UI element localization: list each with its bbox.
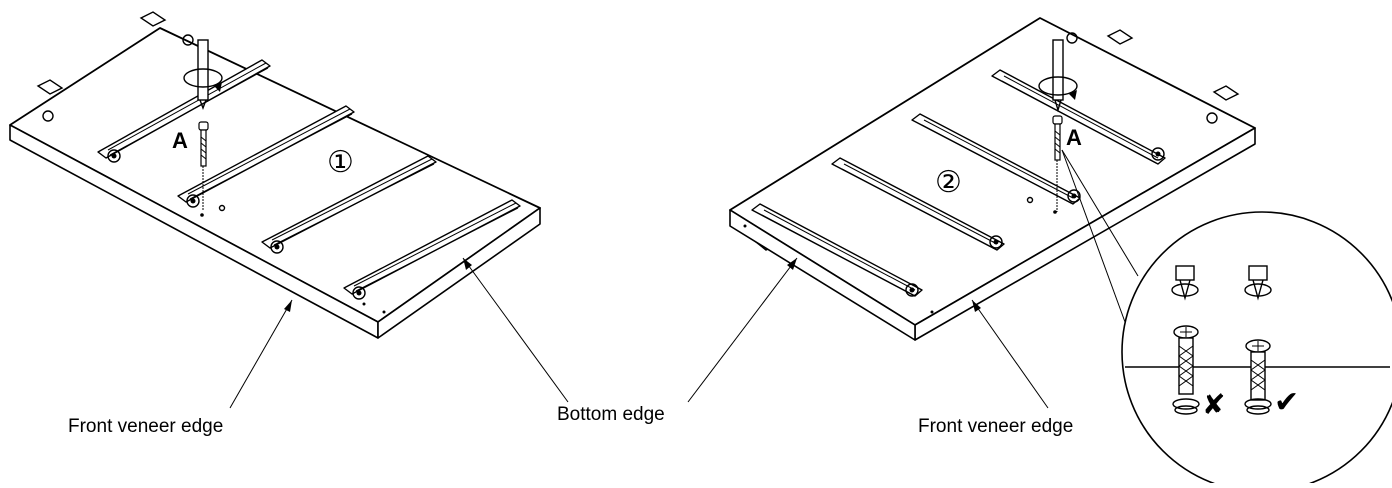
left-runner-2 — [177, 105, 355, 208]
hole — [1206, 112, 1218, 124]
right-runner-4 — [751, 203, 923, 297]
right-panel-left-edge — [729, 209, 916, 341]
right-runner-1 — [991, 69, 1166, 165]
bottom-edge-label: Bottom edge — [557, 404, 665, 425]
step-1-marker: ① — [327, 146, 354, 179]
detail-screw-correct — [1244, 265, 1272, 415]
hole — [42, 110, 54, 122]
right-screwdriver-icon — [1038, 39, 1078, 113]
correct-mark-icon: ✔ — [1274, 386, 1299, 419]
left-screw-a — [198, 121, 209, 210]
left-part-letter: A — [172, 128, 188, 153]
left-runner-1 — [97, 59, 271, 163]
left-panel-right-edge — [377, 207, 541, 339]
left-runner-4 — [343, 199, 521, 300]
hole — [1066, 32, 1078, 44]
right-part-letter: A — [1066, 125, 1082, 150]
right-screw-a — [1052, 115, 1063, 212]
left-screwdriver-icon — [183, 39, 223, 110]
pointer-arrows — [229, 257, 1049, 409]
wrong-mark-icon: ✘ — [1202, 389, 1225, 420]
right-panel: A ② — [729, 17, 1256, 341]
right-runner-3 — [831, 157, 1005, 251]
detail-screw-incorrect — [1171, 265, 1200, 415]
detail-leader — [1061, 149, 1126, 323]
detail-callout: ✘ ✔ — [1121, 211, 1392, 488]
front-veneer-edge-label-left: Front veneer edge — [68, 416, 223, 437]
step-2-marker: ② — [935, 166, 962, 199]
detail-leader — [1061, 149, 1139, 277]
left-runner-3 — [261, 155, 437, 254]
right-runner-2 — [911, 113, 1081, 205]
front-veneer-edge-label-right: Front veneer edge — [918, 416, 1073, 437]
left-panel: A ① — [9, 11, 541, 339]
hole — [182, 34, 194, 46]
